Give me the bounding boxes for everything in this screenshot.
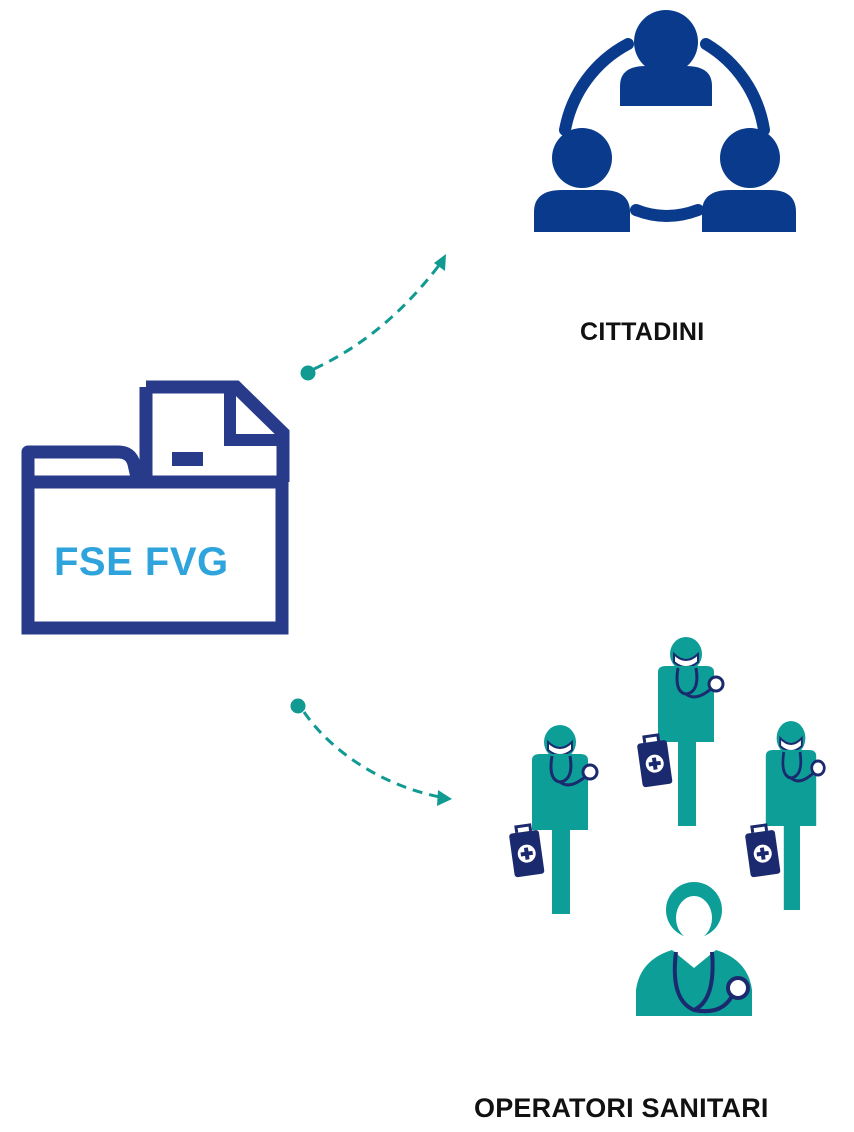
cittadini-label: CITTADINI [580,318,705,346]
doctor-bust-icon [636,882,752,1016]
arrow-to-cittadini [300,254,446,381]
arrow-to-operatori [290,698,452,806]
folder-label: FSE FVG [54,540,229,584]
operatori-sanitari-label: OPERATORI SANITARI [474,1093,769,1123]
